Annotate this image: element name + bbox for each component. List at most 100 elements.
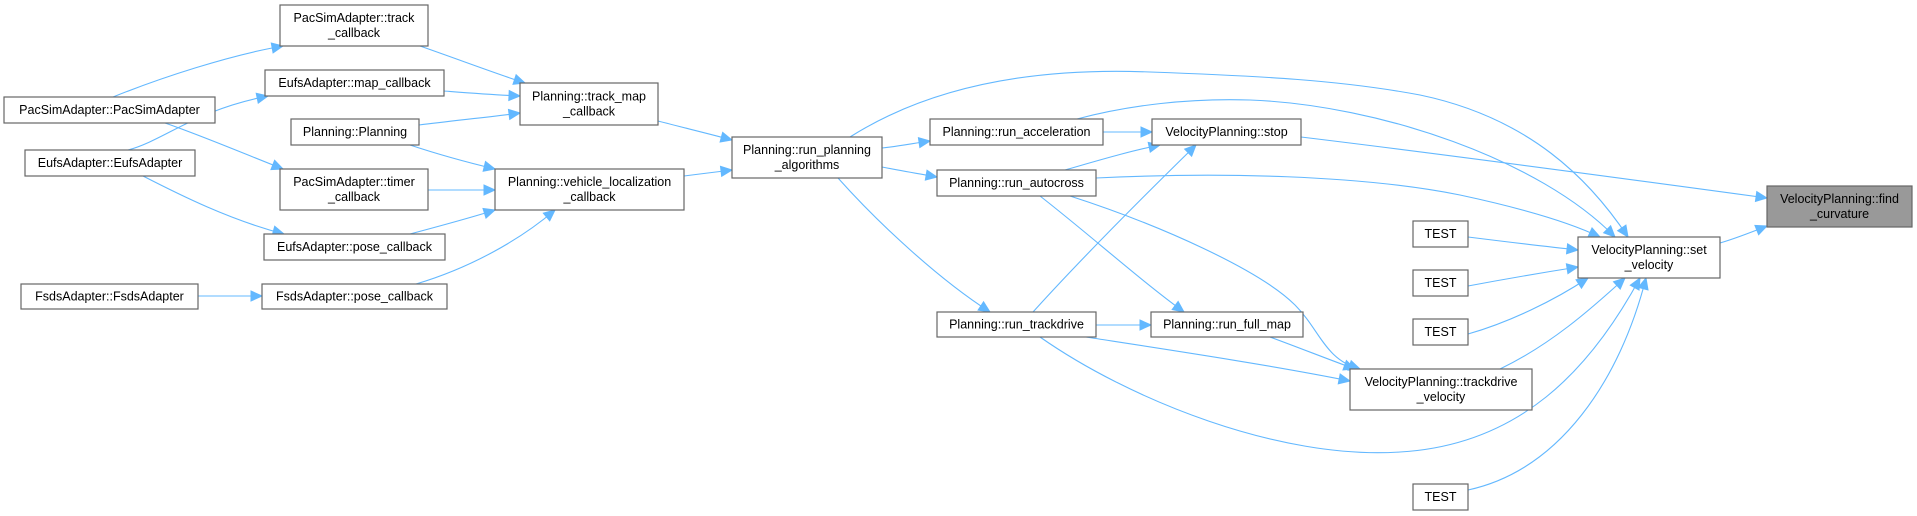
edge-line [1467, 277, 1589, 335]
arrowhead-icon [507, 108, 522, 121]
edge-vp-stop-to-vp-find-curvature [1300, 136, 1769, 203]
node-box[interactable] [279, 4, 429, 47]
node-run-autocross[interactable]: Planning::run_autocross [936, 169, 1097, 197]
arrowhead-icon [483, 184, 497, 196]
node-box[interactable] [1349, 368, 1533, 411]
node-box[interactable] [731, 136, 883, 179]
node-box[interactable] [1412, 269, 1469, 297]
node-eufs-pose-cb[interactable]: EufsAdapter::pose_callback [263, 233, 446, 261]
node-box[interactable] [264, 69, 445, 97]
node-box[interactable] [494, 168, 685, 211]
node-vp-stop[interactable]: VelocityPlanning::stop [1151, 118, 1302, 146]
edge-pacsim-ctor-to-pacsim-timer-cb [164, 122, 285, 171]
edge-line [1085, 336, 1351, 382]
node-pacsim-ctor[interactable]: PacSimAdapter::PacSimAdapter [3, 96, 216, 124]
edge-line [1467, 277, 1647, 491]
node-box[interactable] [1412, 220, 1469, 248]
edge-line [142, 175, 285, 235]
node-box[interactable] [261, 283, 448, 310]
node-test3[interactable]: TEST [1412, 318, 1469, 346]
node-box[interactable] [20, 283, 199, 310]
node-run-accel[interactable]: Planning::run_acceleration [929, 118, 1104, 146]
node-label: TEST [1425, 227, 1457, 241]
arrowhead-icon [1629, 276, 1641, 291]
node-track-map-cb[interactable]: Planning::track_map_callback [519, 82, 659, 126]
node-box[interactable] [290, 118, 420, 146]
node-pacsim-timer-cb[interactable]: PacSimAdapter::timer_callback [279, 168, 429, 211]
node-box[interactable] [1766, 185, 1913, 228]
node-label: VelocityPlanning::find [1780, 192, 1899, 206]
edges-layer [112, 42, 1769, 491]
node-run-planning[interactable]: Planning::run_planning_algorithms [731, 136, 883, 179]
node-box[interactable] [1577, 236, 1721, 279]
edge-pacsim-track-cb-to-track-map-cb [419, 45, 527, 85]
edge-eufs-pose-cb-to-vehicle-loc-cb [409, 207, 497, 235]
arrowhead-icon [1637, 276, 1649, 291]
edge-line [1269, 336, 1356, 370]
edge-line [409, 209, 496, 235]
node-pacsim-track-cb[interactable]: PacSimAdapter::track_callback [279, 4, 429, 47]
node-run-full-map[interactable]: Planning::run_full_map [1150, 311, 1304, 338]
node-fsds-ctor[interactable]: FsdsAdapter::FsdsAdapter [20, 283, 199, 310]
node-test2[interactable]: TEST [1412, 269, 1469, 297]
edge-line [164, 122, 284, 170]
arrowhead-icon [482, 207, 497, 219]
node-test4[interactable]: TEST [1412, 483, 1469, 511]
edge-run-trackdrive-to-vp-trackdrive-vel [1085, 336, 1352, 385]
node-vp-set-velocity[interactable]: VelocityPlanning::set_velocity [1577, 236, 1721, 279]
node-label: Planning::track_map [532, 90, 646, 104]
node-eufs-map-cb[interactable]: EufsAdapter::map_callback [264, 69, 445, 97]
edge-line [1076, 99, 1616, 238]
edge-line [1039, 195, 1185, 313]
node-box[interactable] [279, 168, 429, 211]
node-box[interactable] [1412, 318, 1469, 346]
node-box[interactable] [3, 96, 216, 124]
edge-run-autocross-to-run-full-map [1039, 195, 1185, 313]
edge-planning-ctor-to-vehicle-loc-cb [409, 144, 497, 172]
node-label: _callback [327, 190, 381, 204]
edge-fsds-pose-cb-to-vehicle-loc-cb [415, 209, 556, 285]
edge-line [1032, 144, 1197, 313]
arrowhead-icon [1139, 319, 1153, 331]
node-vp-find-curvature[interactable]: VelocityPlanning::find_curvature [1766, 185, 1913, 228]
node-box[interactable] [24, 149, 196, 177]
node-box[interactable] [929, 118, 1104, 146]
node-label: Planning::run_autocross [949, 176, 1084, 190]
node-box[interactable] [1150, 311, 1304, 338]
edge-line [409, 144, 496, 170]
edge-run-planning-to-run-accel [881, 136, 932, 149]
node-test1[interactable]: TEST [1412, 220, 1469, 248]
node-planning-ctor[interactable]: Planning::Planning [290, 118, 420, 146]
node-eufs-ctor[interactable]: EufsAdapter::EufsAdapter [24, 149, 196, 177]
arrowhead-icon [719, 131, 734, 143]
node-box[interactable] [1412, 483, 1469, 511]
node-label: Planning::Planning [303, 125, 407, 139]
node-box[interactable] [519, 82, 659, 126]
node-box[interactable] [936, 169, 1097, 197]
edge-line [1467, 236, 1579, 251]
edge-run-autocross-to-vp-set-velocity [1095, 174, 1602, 238]
arrowhead-icon [1616, 224, 1629, 238]
node-vp-trackdrive-vel[interactable]: VelocityPlanning::trackdrive_velocity [1349, 368, 1533, 411]
edge-run-planning-to-run-trackdrive [837, 177, 992, 313]
node-box[interactable] [1151, 118, 1302, 146]
arrowhead-icon [250, 290, 264, 302]
edge-run-accel-to-vp-set-velocity [1076, 99, 1616, 238]
arrowhead-icon [508, 89, 522, 102]
node-box[interactable] [263, 233, 446, 261]
node-box[interactable] [936, 311, 1097, 338]
edge-line [415, 209, 556, 285]
arrowhead-icon [917, 136, 932, 149]
node-vehicle-loc-cb[interactable]: Planning::vehicle_localization_callback [494, 168, 685, 211]
arrowhead-icon [1575, 277, 1590, 290]
node-fsds-pose-cb[interactable]: FsdsAdapter::pose_callback [261, 283, 448, 310]
node-label: Planning::run_full_map [1163, 318, 1291, 332]
edge-test4-to-vp-set-velocity [1467, 276, 1649, 491]
edge-run-autocross-to-vp-stop [1064, 141, 1162, 171]
node-label: TEST [1425, 490, 1457, 504]
node-run-trackdrive[interactable]: Planning::run_trackdrive [936, 311, 1097, 338]
node-label: _velocity [1416, 390, 1466, 404]
arrowhead-icon [1183, 144, 1197, 158]
arrowhead-icon [719, 165, 734, 178]
